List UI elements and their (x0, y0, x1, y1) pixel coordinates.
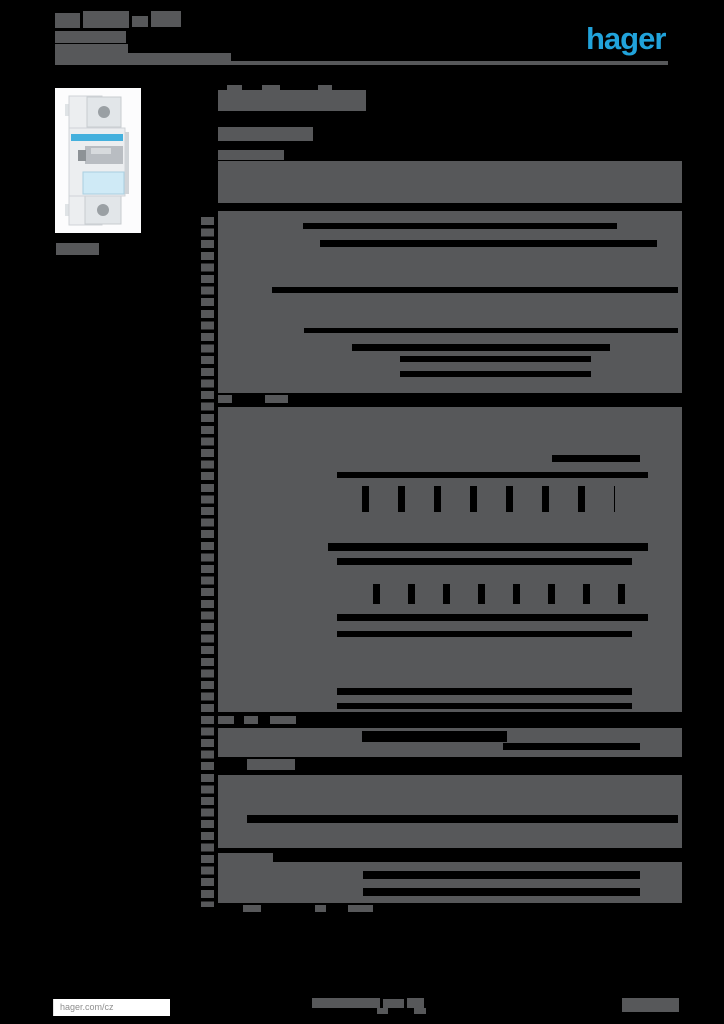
row-gap (400, 371, 591, 377)
value-grid-row (333, 486, 615, 512)
redacted-header-text-block (151, 11, 181, 27)
product-photo-caption-block (56, 243, 99, 255)
header-divider (55, 61, 668, 65)
redacted-text-block (247, 759, 295, 770)
footer-text-block (407, 998, 424, 1008)
redacted-header-text-block (132, 16, 148, 27)
redacted-text-block (270, 716, 296, 724)
row-gap (247, 815, 678, 823)
row-gap (337, 614, 648, 621)
redacted-header-text-block (83, 11, 129, 28)
redacted-text-block (243, 905, 261, 912)
footer-text-block (312, 998, 380, 1008)
footer-text-block (383, 999, 404, 1008)
row-gap (304, 328, 678, 333)
row-gap (303, 223, 617, 229)
row-gap (337, 631, 632, 637)
row-gap (503, 743, 640, 750)
row-gap (337, 703, 632, 709)
redacted-header-text-block (55, 44, 128, 53)
intro-line-block (218, 150, 284, 160)
row-gap (218, 848, 682, 862)
redacted-table-block (218, 211, 682, 393)
redacted-text-block (244, 716, 258, 724)
row-gap (352, 344, 610, 351)
row-gap (362, 731, 507, 742)
hager-logo: hager (586, 21, 666, 56)
redacted-text-block (315, 905, 326, 912)
redacted-table-block (218, 862, 682, 903)
page-title-block (218, 90, 366, 111)
row-gap (272, 287, 678, 293)
row-gap (218, 757, 682, 775)
row-gap (400, 356, 591, 362)
value-grid-row (345, 584, 625, 604)
page-title-block (318, 85, 332, 92)
row-gap (552, 455, 640, 462)
intro-paragraph-block (218, 161, 682, 203)
redacted-text-block (218, 853, 273, 864)
circuit-breaker-image (55, 88, 141, 233)
redacted-text-block (265, 395, 288, 403)
redacted-header-text-block (55, 31, 126, 43)
website-chip: hager.com/cz (53, 999, 170, 1016)
page-title-block (227, 85, 242, 92)
product-photo (55, 88, 141, 233)
redacted-text-block (218, 716, 234, 724)
website-link[interactable]: hager.com/cz (53, 999, 170, 1016)
row-gap (328, 543, 648, 551)
footer-text-block (377, 1008, 388, 1014)
row-label-ticks (201, 217, 214, 907)
row-gap (363, 871, 640, 879)
row-gap (337, 472, 648, 478)
row-gap (337, 558, 632, 565)
row-gap (337, 688, 632, 695)
footer-text-block (414, 1008, 426, 1014)
page-title-block (262, 85, 280, 92)
redacted-text-block (218, 395, 232, 403)
row-gap (363, 888, 640, 896)
redacted-text-block (348, 905, 373, 912)
redacted-header-text-block (55, 13, 80, 28)
row-gap (320, 240, 657, 247)
subtitle-block (218, 127, 313, 141)
redacted-header-text-block (55, 53, 231, 62)
footer-page-number-block (622, 998, 679, 1012)
